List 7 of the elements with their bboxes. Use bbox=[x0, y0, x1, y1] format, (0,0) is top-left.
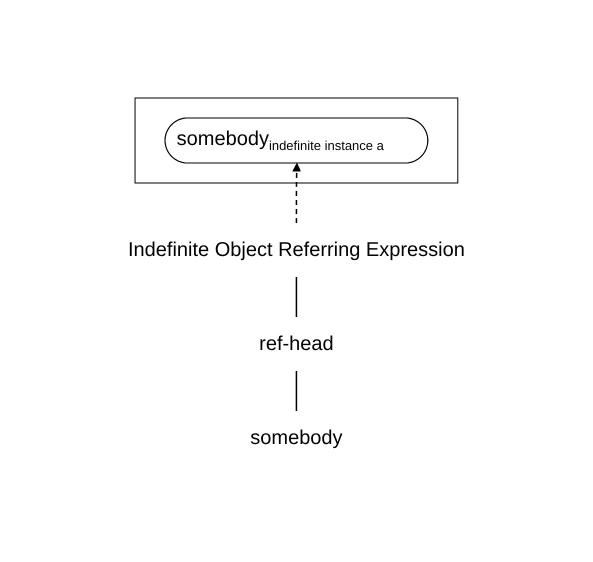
node-text: somebody bbox=[250, 426, 343, 448]
connector bbox=[296, 370, 298, 410]
arrow bbox=[292, 162, 302, 222]
node-text: Indefinite Object Referring Expression bbox=[128, 238, 465, 260]
node-text: ref-head bbox=[259, 332, 334, 354]
cluster bbox=[134, 97, 458, 183]
connector bbox=[296, 276, 298, 316]
